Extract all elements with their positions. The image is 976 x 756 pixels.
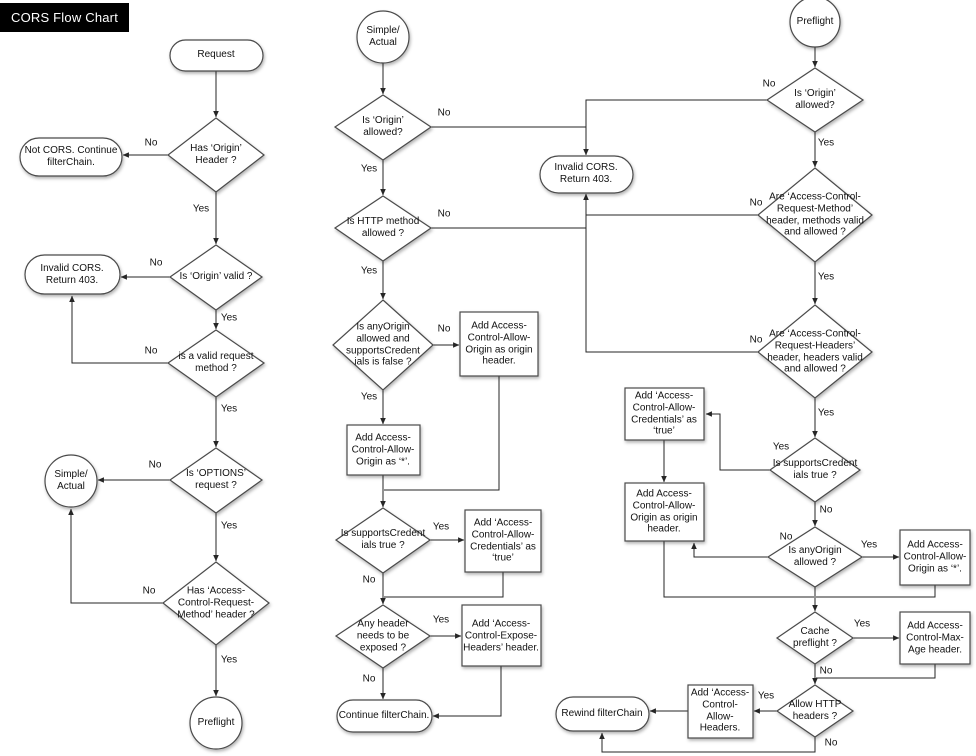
has-origin-decision: [167, 117, 265, 193]
edge-addstar-right-out: [816, 585, 936, 598]
add-expose-headers-process: [461, 604, 542, 667]
add-star-right-process: [899, 529, 971, 586]
origin-valid-decision: [168, 244, 264, 311]
edge-addoriginheader-mid-out: [384, 376, 500, 491]
edge-addexpose-out: [432, 666, 502, 719]
valid-method-decision: [166, 329, 266, 398]
invalid-cors-mid-terminator: [539, 155, 634, 194]
add-max-age-process: [899, 611, 971, 665]
edge-addoriginheader-right-out: [663, 541, 814, 598]
acr-method-decision: [757, 167, 873, 263]
continue-filterchain-terminator: [336, 699, 433, 733]
allow-http-headers-decision: [775, 684, 855, 738]
edge-validmethod-no: [69, 295, 168, 364]
edge-addcred-mid-out: [384, 572, 504, 598]
acrm-header-decision: [162, 561, 270, 646]
edge-allowhttp-no: [599, 732, 816, 753]
preflight-left-connector: [189, 696, 243, 750]
connectors: [68, 47, 936, 753]
edge-acrheaders-no: [583, 193, 758, 353]
edge-supportscred-right-yes: [705, 411, 770, 471]
invalid-cors-left-terminator: [24, 254, 121, 295]
cache-preflight-decision: [775, 611, 855, 665]
origin-allowed-mid-decision: [333, 94, 433, 161]
chart-title: CORS Flow Chart: [0, 3, 130, 32]
supportscred-right-decision: [768, 437, 862, 503]
any-header-decision: [334, 604, 432, 669]
options-request-decision: [168, 447, 264, 514]
anyorigin-right-decision: [766, 526, 864, 588]
add-origin-header-right-process: [624, 482, 705, 542]
add-star-mid-process: [346, 424, 421, 476]
add-allow-headers-process: [687, 684, 754, 739]
edge-acrm-no: [68, 508, 163, 604]
request-node: [169, 39, 264, 72]
anyorigin-supportscred-decision: [332, 299, 434, 391]
http-method-decision: [333, 195, 433, 262]
simple-actual-start-connector: [356, 10, 410, 64]
acr-headers-decision: [757, 304, 873, 399]
preflight-start-connector: [789, 0, 841, 48]
simple-actual-left-connector: [44, 454, 98, 508]
origin-allowed-right-decision: [765, 67, 865, 133]
not-cors-terminator: [19, 137, 123, 177]
rewind-filterchain-terminator: [555, 696, 650, 732]
edge-originallowed-right-no: [583, 99, 767, 156]
add-credentials-right-process: [624, 387, 705, 441]
add-origin-header-mid-process: [459, 311, 539, 377]
edge-maxage-out: [816, 664, 936, 679]
add-credentials-mid-process: [464, 509, 542, 573]
edge-anyorigin-right-no: [691, 542, 770, 558]
nodes: [19, 0, 971, 750]
supportscred-mid-decision: [334, 507, 432, 574]
